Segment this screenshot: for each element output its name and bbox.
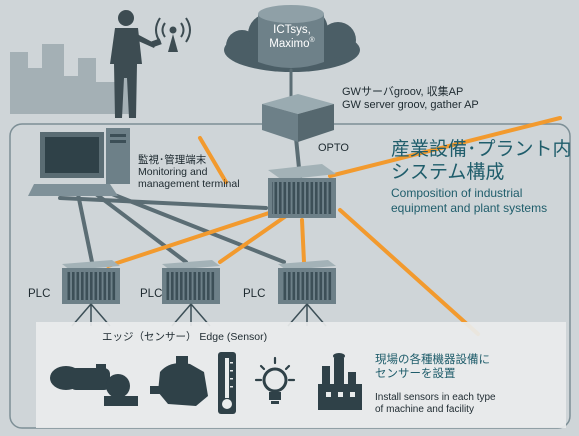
plc-label-2: PLC bbox=[140, 288, 163, 300]
diagram-title-ja-line1: 産業設備･プラント内 bbox=[391, 139, 572, 160]
plc-icon bbox=[162, 260, 220, 327]
desktop-computer-icon bbox=[28, 128, 130, 196]
sensor-caption-ja: 現場の各種機器設備に センサーを設置 bbox=[375, 354, 490, 382]
gateway-label-ja: GWサーバgroov, 収集AP bbox=[342, 86, 464, 98]
database-icon bbox=[258, 5, 324, 68]
sensor-caption-ja-line2: センサーを設置 bbox=[375, 367, 456, 380]
thermometer-icon bbox=[218, 352, 236, 414]
plc-icon bbox=[278, 260, 336, 327]
terminal-label-ja: 監視･管理端末 bbox=[138, 154, 207, 166]
network-links bbox=[58, 68, 562, 336]
gateway-server-icon bbox=[262, 94, 334, 142]
cloud-label: ICTsys, Maximo® bbox=[262, 24, 322, 51]
cloud-label-line2: Maximo® bbox=[269, 37, 315, 51]
plc-label-3: PLC bbox=[243, 288, 266, 300]
pump-machine-icon bbox=[50, 364, 138, 406]
diagram-title-en-line1: Composition of industrial bbox=[391, 186, 523, 200]
sensor-caption-en-line1: Install sensors in each type bbox=[375, 392, 496, 403]
gateway-label: GWサーバgroov, 収集AP GW server groov, gather… bbox=[342, 86, 479, 111]
sensor-caption-en-line2: of machine and facility bbox=[375, 403, 474, 415]
diagram-title-en: Composition of industrial equipment and … bbox=[391, 186, 547, 216]
diagram-title-ja: 産業設備･プラント内 システム構成 bbox=[391, 138, 572, 184]
terminal-label: 監視･管理端末 Monitoring and management termin… bbox=[138, 154, 240, 190]
plc-icon bbox=[62, 260, 120, 327]
compressor-machine-icon bbox=[150, 356, 208, 406]
factory-icon bbox=[318, 353, 362, 410]
plc-label-1: PLC bbox=[28, 288, 51, 300]
opto-label: OPTO bbox=[318, 142, 349, 154]
registered-mark: ® bbox=[309, 37, 315, 45]
cloud-label-line1: ICTsys, bbox=[273, 24, 311, 36]
terminal-label-en2: management terminal bbox=[138, 178, 240, 191]
opto-controller-icon bbox=[268, 164, 336, 218]
sensor-caption-en: Install sensors in each type of machine … bbox=[375, 392, 496, 416]
diagram-title-en-line2: equipment and plant systems bbox=[391, 201, 548, 215]
sensor-caption-ja-line1: 現場の各種機器設備に bbox=[375, 354, 490, 366]
edge-sensor-label: エッジ（センサー） Edge (Sensor) bbox=[102, 331, 268, 343]
gateway-label-en: GW server groov, gather AP bbox=[342, 98, 479, 111]
light-bulb-icon bbox=[254, 356, 296, 404]
diagram-title-ja-line2: システム構成 bbox=[391, 162, 505, 184]
wireless-antenna-icon bbox=[155, 17, 191, 52]
person-with-tablet-icon bbox=[110, 10, 162, 118]
terminal-label-en1: Monitoring and bbox=[138, 166, 208, 179]
sensor-panel bbox=[36, 322, 566, 428]
